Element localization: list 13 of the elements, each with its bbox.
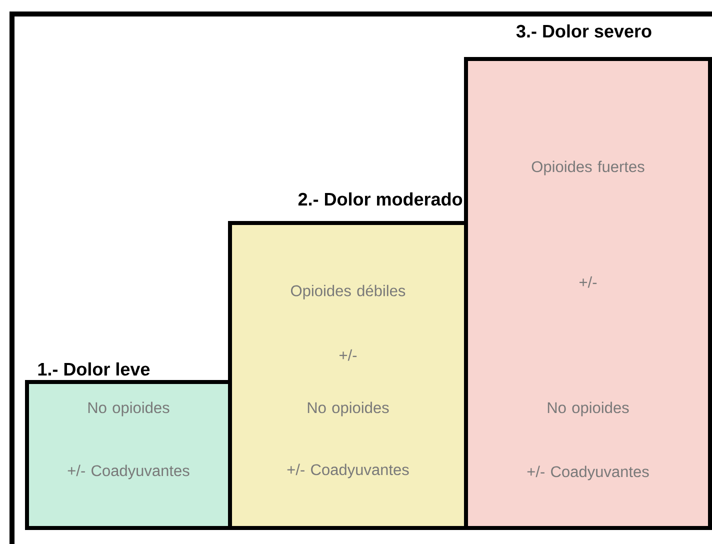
step-heading: 1.- Dolor leve [38, 362, 150, 376]
drug-text: +/- Coadyuvantes [527, 466, 649, 480]
drug-text: +/- [340, 349, 357, 361]
drug-text: No opioides [88, 402, 170, 416]
step-heading: 2.- Dolor moderado [298, 192, 462, 206]
drug-text: +/- [580, 276, 597, 288]
drug-text: Opioides fuertes [532, 160, 644, 176]
drug-text: +/- Coadyuvantes [287, 464, 409, 478]
drug-text: No opioides [548, 402, 629, 416]
step-heading: 3.- Dolor severo [516, 24, 652, 38]
drug-text: Opioides débiles [291, 284, 406, 300]
drug-text: No opioides [308, 402, 389, 416]
drug-text: +/- Coadyuvantes [68, 464, 190, 480]
